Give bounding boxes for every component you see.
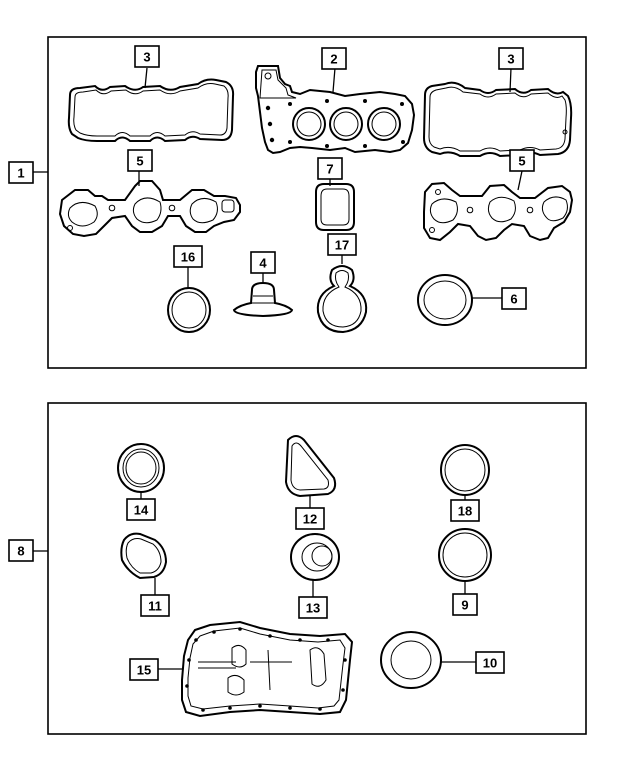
upper-kit-panel [47,36,587,369]
callout-12-label: 12 [303,512,317,527]
callout-7: 7 [317,157,343,180]
callout-5-left: 5 [127,149,153,172]
callout-17: 17 [327,233,357,256]
callout-9: 9 [452,593,478,616]
callout-5-right: 5 [509,149,535,172]
callout-5-right-label: 5 [518,154,525,169]
callout-10: 10 [475,651,505,674]
front-crankshaft-seal [417,274,473,326]
cylinder-head-gasket [255,65,416,155]
callout-8: 8 [8,539,34,562]
callout-11: 11 [140,594,170,617]
exhaust-manifold-gasket-right [423,181,574,242]
callout-4: 4 [250,251,276,274]
callout-3-left: 3 [134,45,160,68]
valve-stem-seal [232,281,294,318]
o-ring-18 [440,444,490,496]
o-ring-16 [167,287,211,333]
callout-3-right-label: 3 [507,52,514,67]
callout-6-label: 6 [510,292,517,307]
callout-13: 13 [298,596,328,619]
callout-15: 15 [129,658,159,681]
lower-kit-panel [47,402,587,735]
seal-14 [117,443,165,493]
callout-1-label: 1 [17,166,24,181]
callout-16-label: 16 [181,250,195,265]
callout-10-label: 10 [483,656,497,671]
callout-8-label: 8 [17,544,24,559]
callout-17-label: 17 [335,238,349,253]
callout-14: 14 [126,498,156,521]
callout-13-label: 13 [306,601,320,616]
callout-1: 1 [8,161,34,184]
callout-18: 18 [450,499,480,522]
callout-16: 16 [173,245,203,268]
throttle-body-gasket [315,183,355,231]
callout-11-label: 11 [148,599,162,614]
gasket-12 [284,435,337,498]
seal-13 [290,533,340,581]
valve-cover-gasket-left [67,78,235,143]
callout-12: 12 [295,507,325,530]
callout-5-left-label: 5 [136,154,143,169]
water-pump-gasket [316,265,368,334]
callout-3-right: 3 [498,47,524,70]
gasket-11 [120,532,168,580]
valve-cover-gasket-right [422,81,573,158]
oil-pan-gasket [181,620,354,718]
callout-7-label: 7 [326,162,333,177]
seal-10 [380,631,442,689]
callout-18-label: 18 [458,504,472,519]
callout-2-label: 2 [330,52,337,67]
callout-2: 2 [321,47,347,70]
o-ring-9 [438,528,492,582]
callout-6: 6 [501,287,527,310]
exhaust-manifold-gasket-left [58,180,241,238]
callout-9-label: 9 [461,598,468,613]
callout-14-label: 14 [134,503,149,518]
callout-3-left-label: 3 [143,50,150,65]
callout-15-label: 15 [137,663,151,678]
callout-4-label: 4 [259,256,267,271]
